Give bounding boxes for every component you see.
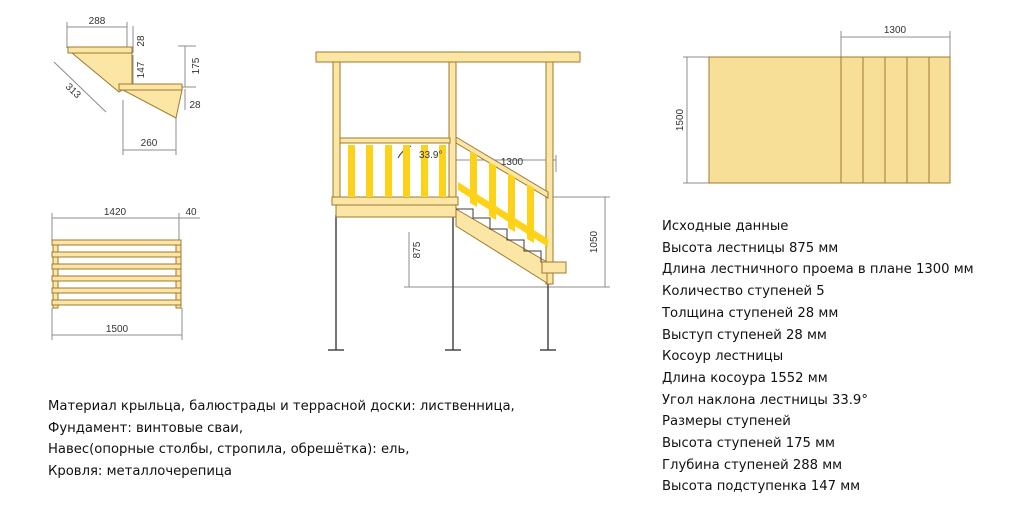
balusters	[348, 145, 548, 247]
plan-dimension-lines	[683, 31, 951, 184]
roofing-line: Кровля: металлочерепица	[48, 464, 232, 480]
dim-nosing: 28	[189, 100, 201, 111]
spec-line: Глубина ступеней 288 мм	[662, 457, 843, 473]
dim-stringer-segment: 313	[63, 81, 83, 101]
step-detail: 288 28 147 175 28 313 260	[53, 16, 202, 155]
deck-post-left	[52, 239, 59, 309]
baluster	[403, 145, 410, 197]
spec-line: Исходные данные	[662, 219, 789, 234]
stair-baluster	[470, 151, 477, 207]
post-left	[332, 61, 341, 201]
dim-stair-opening: 1300	[501, 157, 524, 168]
dim-tread-depth: 288	[89, 16, 106, 27]
deck-beam	[335, 204, 457, 218]
spec-line: Длина лестничного проема в плане 1300 мм	[662, 262, 974, 278]
bottom-step	[541, 261, 567, 274]
materials-notes: Материал крыльца, балюстрады и террасной…	[48, 396, 515, 483]
wood-structure	[315, 51, 581, 285]
dim-railing-height: 1050	[589, 230, 600, 253]
specs-notes: Исходные данные Высота лестницы 875 мм Д…	[662, 216, 974, 498]
foundation-line: Фундамент: винтовые сваи,	[48, 420, 244, 436]
dim-plan-width: 1300	[884, 25, 907, 36]
stair-baluster	[508, 173, 515, 232]
post-right	[545, 61, 554, 285]
baluster	[421, 145, 428, 197]
dim-tread-thickness: 28	[136, 35, 147, 47]
deck-board-1	[51, 239, 182, 246]
spec-line: Выступ ступеней 28 мм	[662, 327, 827, 343]
deck-section: 1420 40 1500	[51, 207, 200, 340]
roof-beam	[315, 51, 581, 63]
dim-run: 260	[141, 138, 158, 149]
dim-plan-height: 1500	[675, 108, 686, 131]
deck-board-3	[51, 263, 182, 270]
lower-stringer	[122, 89, 183, 119]
spec-line: Количество ступеней 5	[662, 284, 825, 300]
stair-baluster	[527, 184, 534, 243]
dim-step-height: 175	[191, 57, 202, 74]
spec-line: Высота подступенка 147 мм	[662, 479, 861, 495]
spec-line: Высота лестницы 875 мм	[662, 240, 839, 256]
post-middle	[448, 61, 457, 201]
spec-line: Толщина ступеней 28 мм	[662, 305, 839, 321]
plan-panel: 1300 1500	[675, 25, 951, 184]
piles	[328, 215, 556, 351]
baluster	[348, 145, 355, 197]
lower-tread	[118, 83, 183, 91]
dim-deck-width-bottom: 1500	[106, 324, 129, 335]
plan-rect	[708, 56, 951, 184]
railing-top	[339, 137, 451, 144]
stringer	[455, 208, 548, 284]
canopy-line: Навес(опорные столбы, стропила, обрешётк…	[48, 442, 410, 458]
deck-board-2	[51, 251, 182, 258]
spec-line: Угол наклона лестницы 33.9°	[662, 392, 868, 408]
dim-stair-height: 875	[412, 241, 423, 258]
spec-line: Косоур лестницы	[662, 349, 784, 365]
spec-line: Размеры ступеней	[662, 414, 791, 430]
baluster	[385, 145, 392, 197]
dim-riser-height: 147	[136, 61, 147, 78]
materials-line: Материал крыльца, балюстрады и террасной…	[48, 399, 515, 414]
step-boards	[67, 46, 183, 119]
deck-post-right	[175, 239, 182, 309]
dim-angle: 33.9°	[419, 150, 442, 161]
stair-rail-yellow	[458, 182, 548, 247]
spec-line: Длина косоура 1552 мм	[662, 370, 828, 386]
stair-baluster	[489, 162, 496, 220]
spec-line: Высота ступеней 175 мм	[662, 436, 835, 452]
dim-deck-overhang: 40	[185, 207, 197, 218]
dim-deck-width-top: 1420	[104, 207, 127, 218]
baluster	[366, 145, 373, 197]
deck-dimension-lines	[51, 213, 200, 340]
upper-tread	[67, 46, 133, 54]
baluster	[439, 145, 446, 197]
deck-top	[331, 196, 459, 206]
deck-board-4	[51, 275, 182, 282]
deck-board-6	[51, 299, 182, 306]
deck-frame	[51, 239, 182, 309]
deck-board-5	[51, 287, 182, 294]
stair-handrail	[455, 136, 549, 199]
porch-elevation: 33.9° 1300 875 1050	[315, 51, 610, 351]
